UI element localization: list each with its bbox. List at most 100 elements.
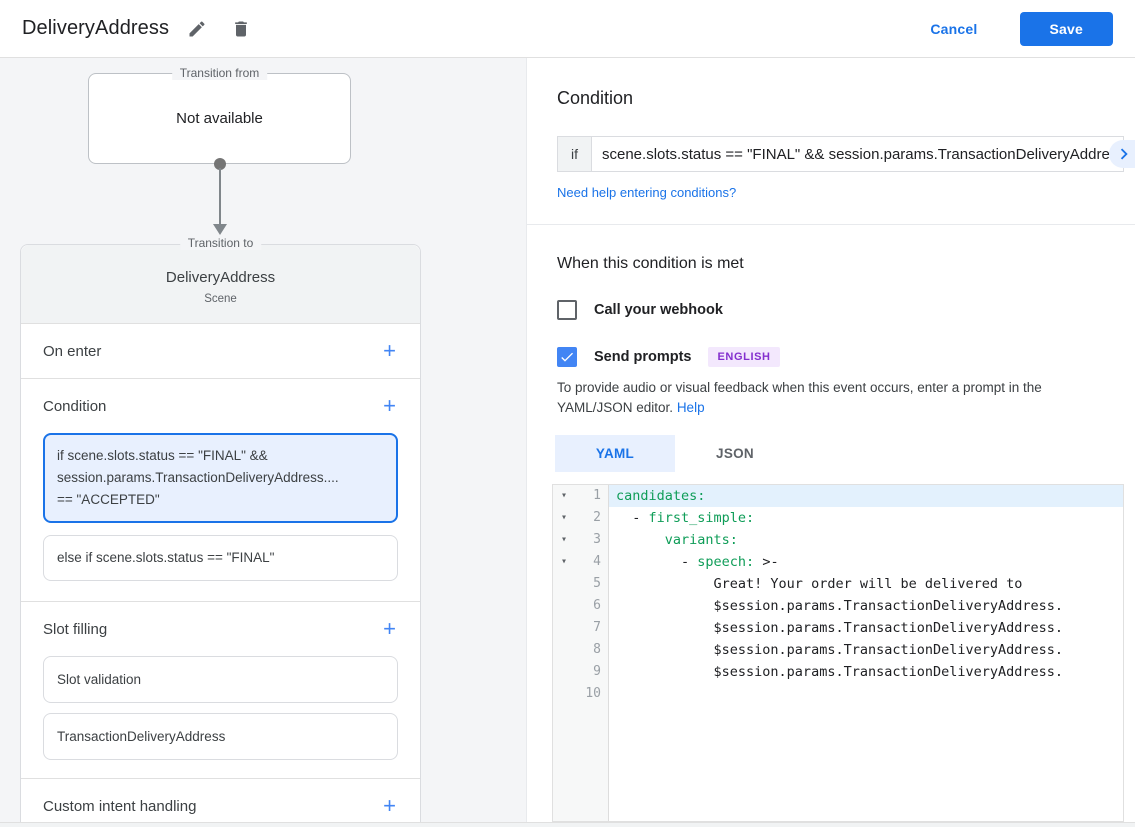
page-title: DeliveryAddress — [22, 17, 170, 39]
call-webhook-label: Call your webhook — [594, 302, 723, 318]
send-prompts-row: Send prompts ENGLISH — [557, 347, 1124, 367]
if-prefix-label: if — [557, 136, 591, 172]
code-line[interactable]: 8 $session.params.TransactionDeliveryAdd… — [553, 639, 1123, 661]
code-gutter-cell: ▾2 — [553, 507, 609, 529]
code-token: variants: — [664, 532, 738, 548]
delete-scene-button[interactable] — [225, 13, 257, 45]
fold-arrow-icon[interactable]: ▾ — [560, 490, 568, 501]
panel-title: Condition — [557, 88, 634, 108]
condition-met-title: When this condition is met — [557, 255, 744, 272]
add-on-enter-button[interactable]: + — [383, 338, 396, 363]
transition-to-label: Transition to — [179, 236, 262, 250]
condition-card-selected[interactable]: if scene.slots.status == "FINAL" && sess… — [43, 433, 398, 523]
code-text: $session.params.TransactionDeliveryAddre… — [609, 595, 1123, 617]
scene-type-label: Scene — [204, 293, 237, 305]
call-webhook-checkbox[interactable] — [557, 300, 577, 320]
fold-arrow-icon[interactable]: ▾ — [560, 534, 568, 545]
code-line[interactable]: ▾3 variants: — [553, 529, 1123, 551]
condition-line: if scene.slots.status == "FINAL" && — [57, 448, 268, 463]
code-token: >- — [754, 554, 779, 570]
code-line[interactable]: 10 — [553, 683, 1123, 705]
code-token: speech: — [697, 554, 755, 570]
add-condition-button[interactable]: + — [383, 393, 396, 418]
webhook-row: Call your webhook — [557, 300, 1124, 320]
main-body: Transition from Not available Transition… — [0, 58, 1135, 822]
code-line[interactable]: 5 Great! Your order will be delivered to — [553, 573, 1123, 595]
arrow-line — [219, 168, 221, 224]
editor-gutter — [553, 705, 609, 821]
line-number: 1 — [593, 488, 601, 503]
fold-arrow-icon[interactable]: ▾ — [560, 556, 568, 567]
horizontal-scrollbar[interactable] — [0, 822, 1135, 827]
code-text: Great! Your order will be delivered to — [609, 573, 1123, 595]
code-gutter-cell: ▾4 — [553, 551, 609, 573]
code-token: first_simple: — [648, 510, 755, 526]
send-prompts-checkbox[interactable] — [557, 347, 577, 367]
section-slot-filling: Slot filling + Slot validation Transacti… — [21, 602, 420, 779]
collapse-panel-button[interactable] — [1109, 140, 1135, 168]
code-text: $session.params.TransactionDeliveryAddre… — [609, 617, 1123, 639]
section-condition: Condition + if scene.slots.status == "FI… — [21, 379, 420, 602]
code-gutter-cell: 9 — [553, 661, 609, 683]
code-text: candidates: — [609, 485, 1123, 507]
condition-card[interactable]: else if scene.slots.status == "FINAL" — [43, 535, 398, 581]
line-number: 6 — [593, 598, 601, 613]
tab-yaml[interactable]: YAML — [555, 435, 675, 472]
transition-from-box: Transition from Not available — [88, 66, 351, 164]
editor-tab-bar: YAML JSON — [555, 435, 1124, 472]
cancel-button[interactable]: Cancel — [914, 13, 993, 45]
pencil-icon — [187, 19, 207, 39]
code-token: $session.params.TransactionDeliveryAddre… — [616, 620, 1064, 636]
condition-line: else if scene.slots.status == "FINAL" — [57, 550, 275, 565]
tab-json[interactable]: JSON — [716, 446, 754, 461]
code-line[interactable]: ▾4 - speech: >- — [553, 551, 1123, 573]
code-token: $session.params.TransactionDeliveryAddre… — [616, 664, 1064, 680]
code-token: Great! Your order will be delivered to — [616, 576, 1023, 592]
code-text: $session.params.TransactionDeliveryAddre… — [609, 639, 1123, 661]
condition-detail-panel: Condition if Need help entering conditio… — [527, 58, 1135, 822]
prompts-description-text: To provide audio or visual feedback when… — [557, 380, 1042, 415]
code-line[interactable]: 7 $session.params.TransactionDeliveryAdd… — [553, 617, 1123, 639]
code-gutter-cell: ▾3 — [553, 529, 609, 551]
code-gutter-cell: ▾1 — [553, 485, 609, 507]
scene-card-header[interactable]: DeliveryAddress Scene — [21, 245, 420, 324]
line-number: 5 — [593, 576, 601, 591]
code-token — [616, 532, 665, 548]
slot-filling-label: Slot filling — [43, 620, 108, 638]
add-slot-button[interactable]: + — [383, 616, 396, 641]
scene-graph-panel: Transition from Not available Transition… — [0, 58, 527, 822]
code-line[interactable]: ▾2 - first_simple: — [553, 507, 1123, 529]
language-badge: ENGLISH — [708, 347, 780, 367]
code-line[interactable]: 9 $session.params.TransactionDeliveryAdd… — [553, 661, 1123, 683]
code-token: - — [616, 554, 698, 570]
condition-expression-input[interactable] — [591, 136, 1124, 172]
slot-validation-card[interactable]: Slot validation — [43, 656, 398, 703]
on-enter-label: On enter — [43, 342, 102, 360]
help-link[interactable]: Help — [676, 400, 705, 415]
edit-scene-button[interactable] — [181, 13, 213, 45]
line-number: 4 — [593, 554, 601, 569]
custom-intent-label: Custom intent handling — [43, 797, 197, 815]
line-number: 10 — [585, 686, 601, 701]
checkmark-icon — [559, 349, 575, 365]
code-text: - first_simple: — [609, 507, 1123, 529]
trash-icon — [231, 19, 251, 39]
line-number: 3 — [593, 532, 601, 547]
fold-arrow-icon[interactable]: ▾ — [560, 512, 568, 523]
slot-transaction-card[interactable]: TransactionDeliveryAddress — [43, 713, 398, 760]
code-line[interactable]: 6 $session.params.TransactionDeliveryAdd… — [553, 595, 1123, 617]
transition-from-label: Transition from — [171, 66, 268, 80]
conditions-help-link[interactable]: Need help entering conditions? — [557, 185, 737, 200]
code-text — [609, 683, 1123, 705]
line-number: 2 — [593, 510, 601, 525]
section-on-enter: On enter + — [21, 324, 420, 379]
save-button[interactable]: Save — [1019, 11, 1113, 46]
scene-card: Transition to DeliveryAddress Scene On e… — [20, 236, 421, 822]
code-gutter-cell: 10 — [553, 683, 609, 705]
transition-arrow — [213, 158, 227, 236]
add-custom-intent-button[interactable]: + — [383, 793, 396, 818]
code-token: candidates: — [616, 488, 706, 504]
condition-expression-row: if — [557, 136, 1124, 172]
